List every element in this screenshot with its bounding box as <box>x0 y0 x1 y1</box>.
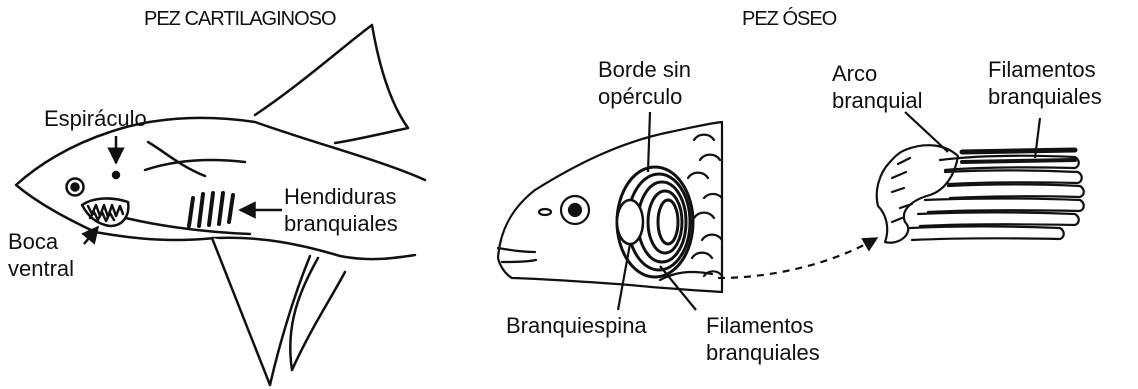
label-line: Boca <box>8 228 74 255</box>
magnification-arrow <box>718 238 877 278</box>
label-arco-branquial: Arco branquial <box>832 60 923 114</box>
label-line: Hendiduras <box>284 183 398 210</box>
label-line: ventral <box>8 255 74 282</box>
gill-arch-illustration <box>877 145 1084 243</box>
bony-fish-illustration <box>498 122 722 292</box>
label-line: opérculo <box>598 83 691 110</box>
label-line: branquial <box>832 87 923 114</box>
label-filamentos-branquiales-top: Filamentos branquiales <box>988 56 1102 110</box>
label-line: Filamentos <box>988 56 1102 83</box>
shark-dorsal-fin <box>255 25 408 143</box>
label-branquiespina: Branquiespina <box>506 312 647 339</box>
label-hendiduras-branquiales: Hendiduras branquiales <box>284 183 398 237</box>
label-line: branquiales <box>706 339 820 366</box>
label-line: Arco <box>832 60 923 87</box>
label-line: Borde sin <box>598 56 691 83</box>
label-espiraculo: Espiráculo <box>44 105 147 132</box>
label-line: Filamentos <box>706 312 820 339</box>
label-borde-sin-operculo: Borde sin opérculo <box>598 56 691 110</box>
fish-gill-opening <box>617 200 643 244</box>
label-filamentos-branquiales-bottom: Filamentos branquiales <box>706 312 820 366</box>
label-line: branquiales <box>988 83 1102 110</box>
shark-spiracle <box>113 172 119 178</box>
label-boca-ventral: Boca ventral <box>8 228 74 282</box>
cartilaginous-title: PEZ CARTILAGINOSO <box>144 8 336 31</box>
label-line: branquiales <box>284 210 398 237</box>
bony-title: PEZ ÓSEO <box>742 8 836 31</box>
